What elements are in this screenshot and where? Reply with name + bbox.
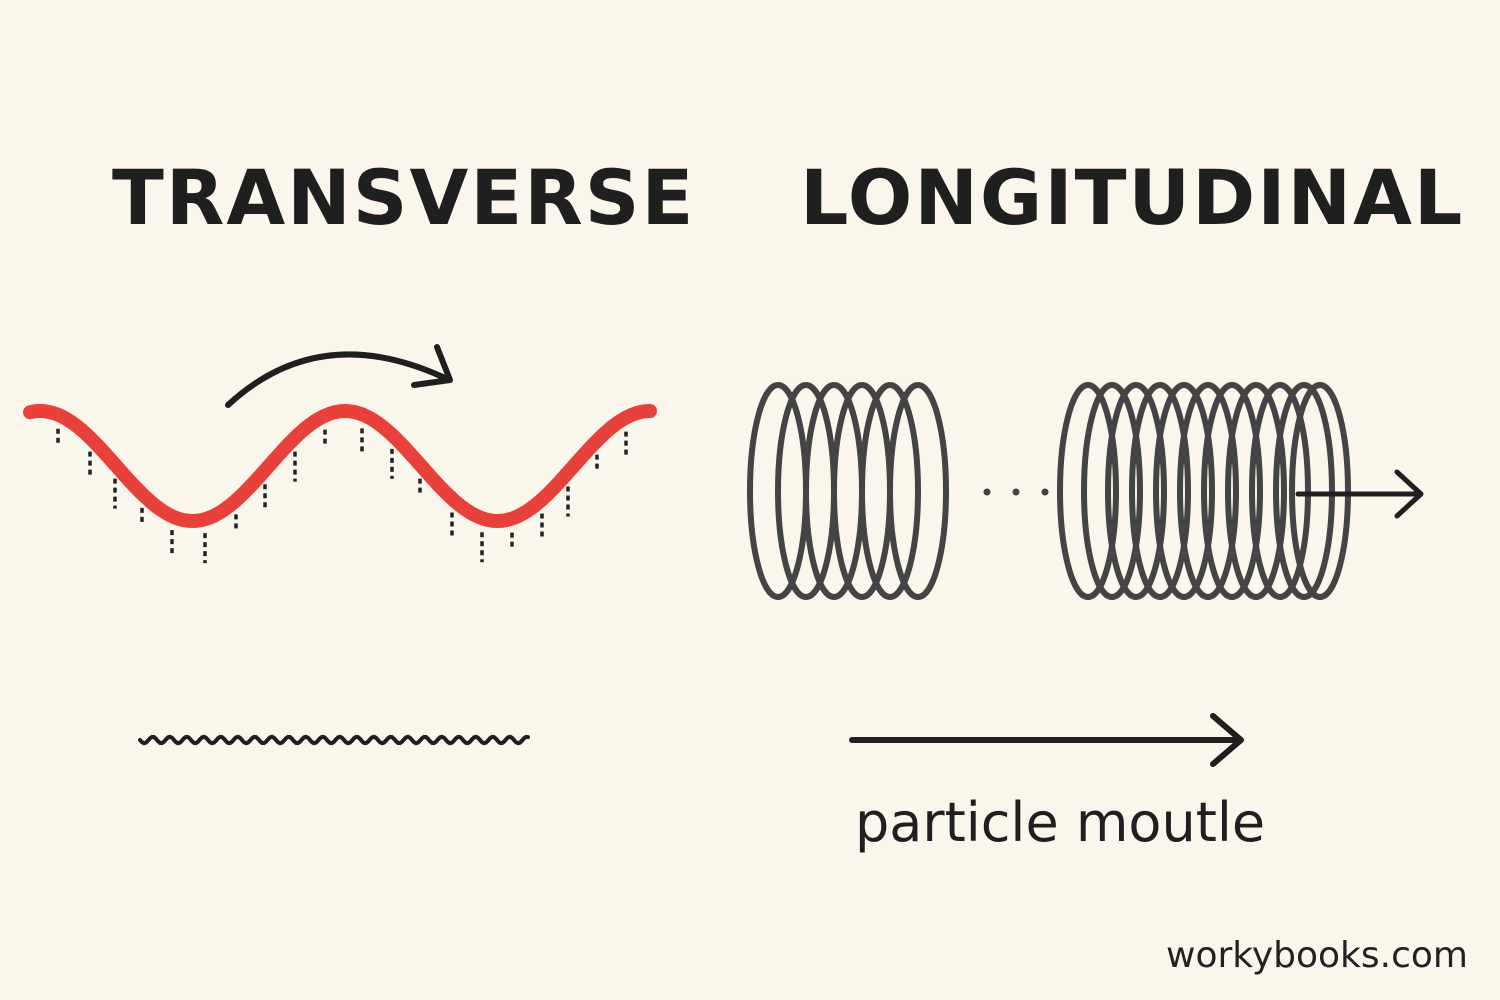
transverse-panel [23,344,657,746]
right-arrow-icon [849,713,1244,767]
ellipsis-dots [983,488,1049,496]
squiggle-line [138,734,530,746]
curved-arrow-icon [225,351,448,408]
particle-motion-label: particle moutle [855,791,1266,854]
slinky-coil-right [1057,382,1351,600]
coil-ring [1249,382,1311,600]
coil-ring [1129,382,1191,600]
right-arrow-icon [1295,469,1424,519]
coil-ring [1201,382,1263,600]
longitudinal-panel [747,382,1424,767]
coil-ring [887,382,949,600]
coil-ring [1057,382,1119,600]
particle-markers [56,428,628,564]
coil-ring [859,382,921,600]
coil-ring [1225,382,1287,600]
transverse-wave [23,404,657,528]
coil-ring [1105,382,1167,600]
coil-ring [1289,382,1351,600]
coil-ring [1153,382,1215,600]
coil-ring [1273,382,1335,600]
curved-arrow-head [411,344,453,388]
coil-ring [1177,382,1239,600]
slinky-coil-left [747,382,949,600]
coil-ring [1081,382,1143,600]
watermark: workybooks.com [1166,935,1468,976]
